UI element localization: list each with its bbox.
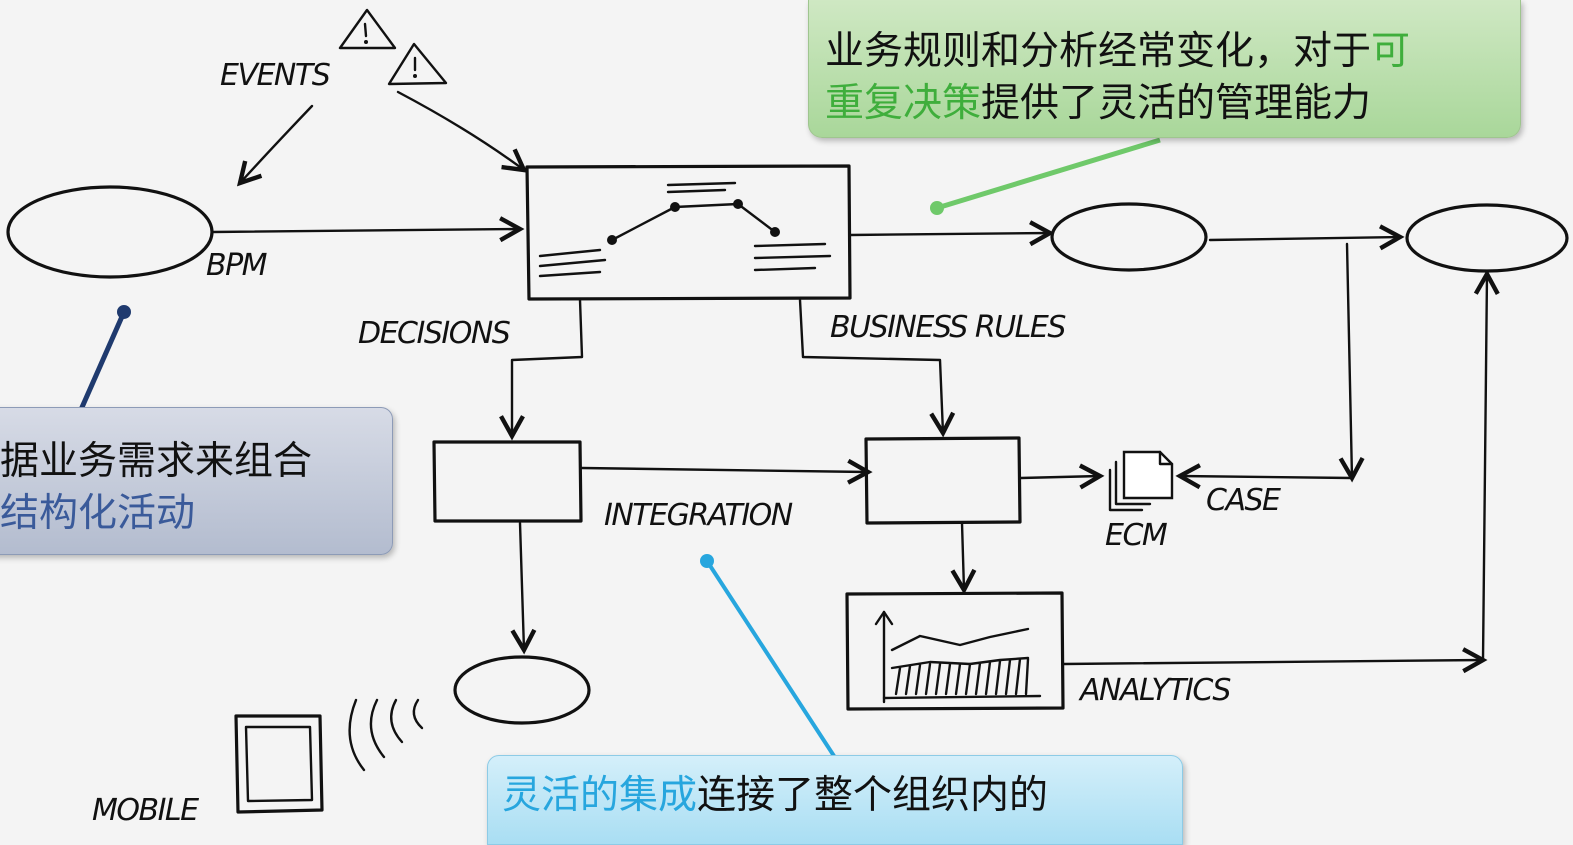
business-rules-label: BUSINESS RULES — [830, 310, 1066, 345]
event-arrow — [240, 104, 314, 183]
signal-waves-icon — [348, 698, 424, 772]
flow-arrow — [848, 233, 1050, 235]
callout-green-line1: 业务规则和分析经常变化，对于 — [825, 29, 1372, 74]
case-label: CASE — [1206, 483, 1281, 518]
mobile-label: MOBILE — [92, 793, 199, 825]
integration-target-box — [864, 436, 1022, 525]
callout-blue-line1: 据业务需求来组合 — [0, 439, 313, 484]
case-arrow — [1347, 242, 1352, 478]
green-pointer-dot — [930, 201, 944, 215]
mobile-arrow — [520, 521, 524, 650]
rules-arrow — [798, 298, 943, 433]
analytics-arrow — [962, 521, 964, 590]
mobile-node — [453, 655, 591, 725]
analytics-flow — [1062, 660, 1483, 664]
callout-green-line2: 提供了灵活的管理能力 — [981, 81, 1372, 126]
integration-label: INTEGRATION — [604, 498, 793, 533]
analytics-label: ANALYTICS — [1078, 673, 1231, 708]
blue-pointer-dot — [117, 305, 131, 319]
flow-arrow — [1208, 237, 1400, 240]
green-pointer — [936, 137, 1161, 211]
callout-green-highlight1: 可 — [1371, 29, 1411, 74]
document-stack-icon — [1108, 450, 1174, 512]
callout-blue-line2: 结构化活动 — [0, 491, 196, 536]
process-node — [1405, 203, 1569, 273]
callout-cyan-highlight: 灵活的集成 — [502, 773, 698, 818]
events-label: EVENTS — [220, 58, 331, 93]
callout-green-highlight2: 重复决策 — [825, 81, 982, 126]
bpm-callout: 据业务需求来组合 结构化活动 — [0, 407, 393, 555]
bpm-arrow — [210, 229, 520, 232]
decisions-arrow — [512, 298, 584, 436]
ecm-label: ECM — [1105, 518, 1168, 553]
ecm-arrow — [1019, 476, 1100, 478]
event-arrow — [396, 90, 524, 170]
mobile-device-icon — [234, 714, 324, 814]
analytics-flow — [1483, 274, 1487, 662]
cyan-pointer-dot — [700, 554, 714, 568]
warning-triangle-icon — [387, 42, 448, 86]
process-diagram: EVENTS BPM DECISIONS BUSINESS RULES CASE… — [6, 8, 1569, 825]
case-arrow — [1180, 476, 1354, 478]
integration-arrow — [580, 468, 868, 472]
callout-cyan-rest: 连接了整个组织内的 — [697, 773, 1049, 818]
cyan-pointer — [705, 559, 836, 758]
decisions-label: DECISIONS — [358, 316, 511, 351]
bpm-node — [6, 185, 214, 279]
process-node — [1050, 202, 1208, 272]
integration-callout: 灵活的集成连接了整个组织内的 — [487, 755, 1183, 845]
decision-chart-box — [525, 164, 852, 301]
bpm-label: BPM — [206, 248, 268, 283]
warning-triangle-icon — [338, 8, 397, 50]
business-rules-callout: 业务规则和分析经常变化，对于可 重复决策提供了灵活的管理能力 — [808, 0, 1521, 138]
integration-source-box — [432, 440, 583, 523]
chart-icon — [845, 591, 1065, 711]
